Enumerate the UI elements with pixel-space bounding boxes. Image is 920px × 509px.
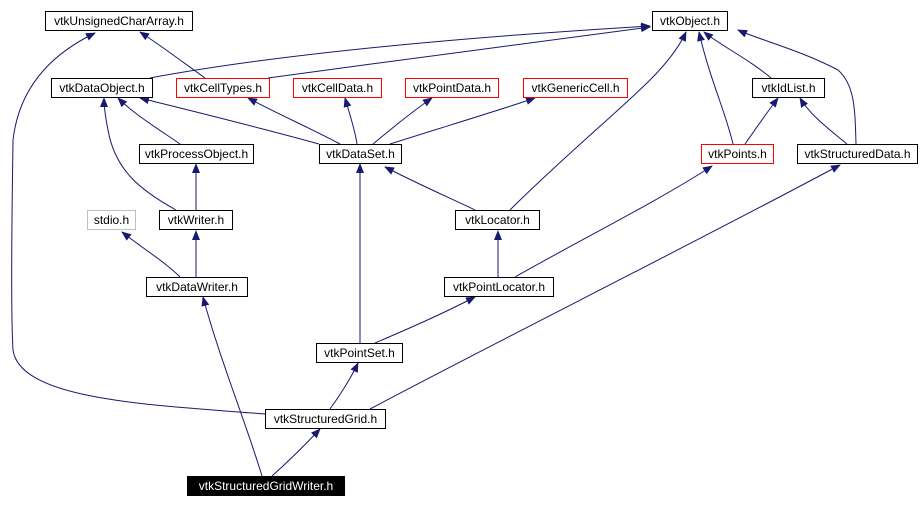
node-points[interactable]: vtkPoints.h bbox=[701, 144, 774, 164]
edge-pointset-to-pointlocator bbox=[374, 296, 476, 344]
edge-locator-to-object bbox=[509, 31, 687, 211]
node-structureddata[interactable]: vtkStructuredData.h bbox=[797, 144, 918, 164]
node-object[interactable]: vtkObject.h bbox=[652, 11, 728, 31]
edge-structureddata-to-idlist bbox=[799, 97, 848, 145]
node-celltypes[interactable]: vtkCellTypes.h bbox=[176, 78, 270, 98]
node-locator[interactable]: vtkLocator.h bbox=[455, 210, 540, 230]
node-sgwriter: vtkStructuredGridWriter.h bbox=[187, 476, 345, 496]
node-celldata[interactable]: vtkCellData.h bbox=[293, 78, 382, 98]
edge-sgwriter-to-structuredgrid bbox=[271, 428, 321, 477]
edge-datawriter-to-stdio bbox=[121, 231, 181, 278]
node-writer[interactable]: vtkWriter.h bbox=[159, 210, 233, 230]
edge-writer-to-dataobject bbox=[100, 97, 177, 211]
edge-structuredgrid-to-structureddata bbox=[369, 164, 841, 410]
edge-points-to-idlist bbox=[744, 97, 779, 145]
node-pointset[interactable]: vtkPointSet.h bbox=[316, 343, 403, 363]
edge-dataset-to-celltypes bbox=[247, 97, 341, 145]
node-datawriter[interactable]: vtkDataWriter.h bbox=[146, 277, 248, 297]
node-idlist[interactable]: vtkIdList.h bbox=[752, 78, 825, 98]
node-pointlocator[interactable]: vtkPointLocator.h bbox=[444, 277, 554, 297]
edge-celltypes-to-object bbox=[267, 24, 651, 79]
node-uca[interactable]: vtkUnsignedCharArray.h bbox=[45, 11, 193, 31]
edge-dataset-to-celldata bbox=[343, 97, 358, 145]
node-dataset[interactable]: vtkDataSet.h bbox=[319, 144, 402, 164]
edge-processobject-to-dataobject bbox=[117, 97, 181, 145]
node-stdio[interactable]: stdio.h bbox=[87, 210, 136, 230]
edge-sgwriter-to-datawriter bbox=[201, 296, 263, 477]
node-pointdata[interactable]: vtkPointData.h bbox=[405, 78, 499, 98]
edge-points-to-object bbox=[697, 31, 734, 145]
edge-structuredgrid-to-uca bbox=[11, 32, 266, 415]
edge-dataset-to-pointdata bbox=[372, 97, 433, 145]
edge-pointlocator-to-points bbox=[514, 165, 713, 278]
edge-dataset-to-dataobject bbox=[139, 96, 320, 145]
edge-idlist-to-object bbox=[703, 31, 772, 79]
node-structuredgrid[interactable]: vtkStructuredGrid.h bbox=[265, 409, 386, 429]
node-dataobject[interactable]: vtkDataObject.h bbox=[51, 78, 153, 98]
edge-structureddata-to-object bbox=[737, 29, 857, 145]
node-genericcell[interactable]: vtkGenericCell.h bbox=[523, 78, 628, 98]
edge-locator-to-dataset bbox=[384, 166, 476, 211]
node-processobject[interactable]: vtkProcessObject.h bbox=[139, 144, 254, 164]
edge-dataset-to-genericcell bbox=[389, 97, 536, 145]
edge-celltypes-to-uca bbox=[139, 31, 206, 79]
edge-structuredgrid-to-pointset bbox=[329, 362, 359, 410]
edge-dataobject-to-object bbox=[149, 22, 651, 79]
